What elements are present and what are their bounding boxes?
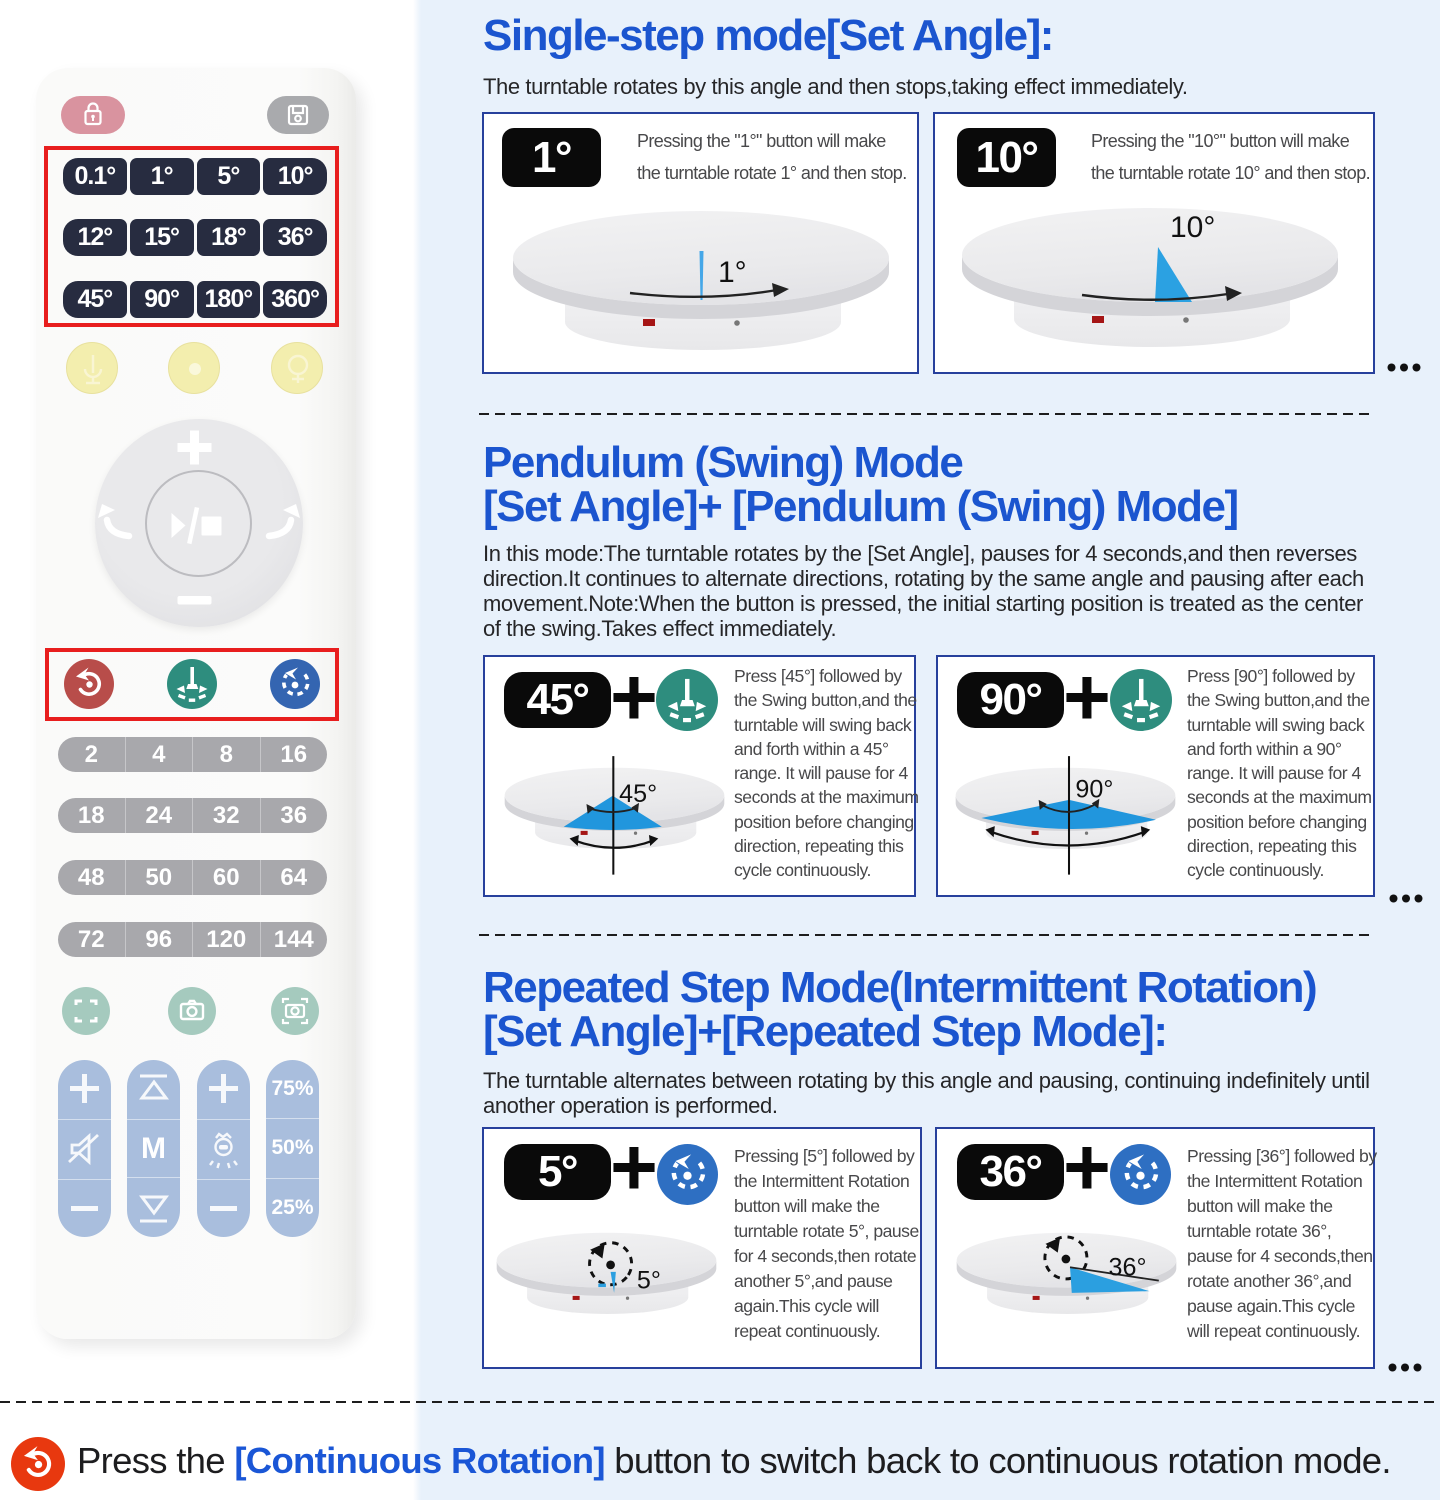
- svg-text:5°: 5°: [637, 1266, 661, 1294]
- svg-text:90°: 90°: [1075, 776, 1113, 804]
- svg-text:1°: 1°: [718, 256, 747, 289]
- svg-text:36°: 36°: [1109, 1253, 1147, 1281]
- svg-text:10°: 10°: [1170, 211, 1215, 244]
